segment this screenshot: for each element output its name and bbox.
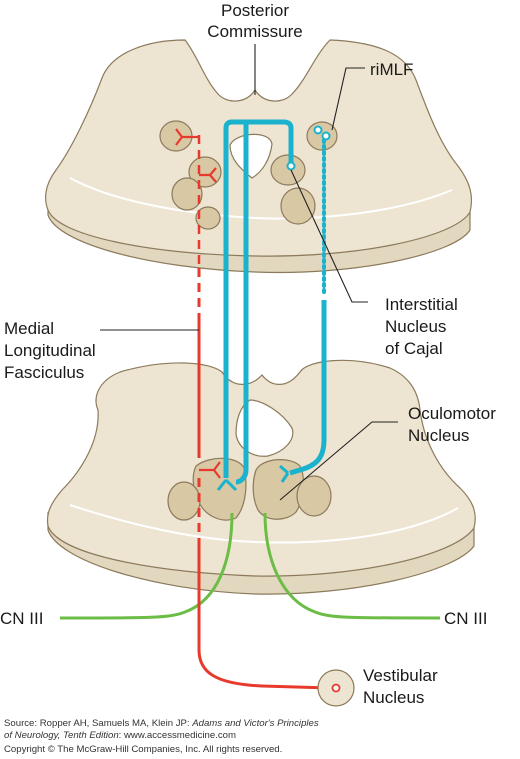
left-upper-nucleus-a	[171, 177, 203, 211]
lower-aqueduct	[235, 399, 294, 457]
cajal-to-oculomotor-pathway	[223, 119, 294, 478]
lower-midbrain-section	[46, 359, 476, 595]
mlf-label-line2: Longitudinal	[4, 341, 96, 360]
posterior-commissure-label-line2: Commissure	[207, 22, 302, 41]
oculomotor-nucleus-leader	[279, 421, 398, 501]
cn3-right-fibers	[263, 512, 441, 620]
pathways	[59, 119, 441, 707]
interstitial-nucleus-label-line1: Interstitial	[385, 295, 458, 314]
mlf-lower-tract	[197, 542, 331, 690]
rimlf-label: riMLF	[370, 60, 413, 79]
source-url: : www.accessmedicine.com	[119, 730, 236, 741]
mlf-terminal-rimlf	[175, 128, 199, 146]
vestibular-nucleus-label-line2: Nucleus	[363, 688, 424, 707]
cn3-right-label: CN III	[444, 609, 487, 628]
source-prefix: Source: Ropper AH, Samuels MA, Klein JP:	[4, 718, 192, 729]
right-oculomotor-terminal	[279, 464, 290, 483]
leader-lines	[100, 44, 398, 501]
right-upper-nucleus-a	[280, 187, 316, 225]
interstitial-nucleus-label-line2: Nucleus	[385, 317, 446, 336]
vestibular-nucleus-label-line1: Vestibular	[363, 666, 438, 685]
interstitial-nucleus-leader	[290, 169, 368, 303]
source-title-part2: of Neurology, Tenth Edition	[4, 730, 119, 741]
upper-aqueduct	[229, 133, 273, 179]
right-lower-nucleus	[296, 475, 332, 517]
mlf-terminal-oculomotor	[199, 461, 221, 479]
commissural-cajal-pathway	[235, 122, 249, 485]
source-credit-line1: Source: Ropper AH, Samuels MA, Klein JP:…	[4, 718, 319, 729]
copyright-notice: Copyright © The McGraw-Hill Companies, I…	[4, 744, 282, 755]
oculomotor-nucleus-label-line2: Nucleus	[408, 426, 469, 445]
rimlf-origin-dot-a	[313, 125, 323, 135]
rimlf-leader	[331, 67, 365, 131]
upper-section-contour	[69, 177, 453, 220]
mlf-label-line3: Fasciculus	[4, 363, 84, 382]
rimlf-origin-dot-b	[321, 131, 331, 141]
rimlf-descending-pathway	[289, 300, 327, 476]
left-lower-nucleus	[167, 481, 201, 521]
mlf-terminal-cajal	[199, 167, 217, 183]
right-oculomotor-nucleus	[252, 459, 305, 520]
lower-section-contour	[69, 504, 459, 544]
left-upper-nucleus-b	[195, 206, 221, 230]
cajal-origin-dot	[286, 161, 296, 171]
oculomotor-nucleus-label-line1: Oculomotor	[408, 404, 496, 423]
vestibular-origin-dot	[331, 683, 341, 693]
cn3-left-label: CN III	[0, 609, 43, 628]
right-interstitial-nucleus	[270, 154, 306, 186]
source-credit-line2: of Neurology, Tenth Edition: www.accessm…	[4, 730, 236, 741]
left-oculomotor-terminal	[216, 478, 238, 492]
interstitial-nucleus-label-line3: of Cajal	[385, 339, 443, 358]
source-title-part1: Adams and Victor's Principles	[191, 718, 319, 729]
mlf-label-line1: Medial	[4, 319, 54, 338]
posterior-commissure-label-line1: Posterior	[221, 1, 289, 20]
cn3-left-fibers	[59, 512, 234, 620]
